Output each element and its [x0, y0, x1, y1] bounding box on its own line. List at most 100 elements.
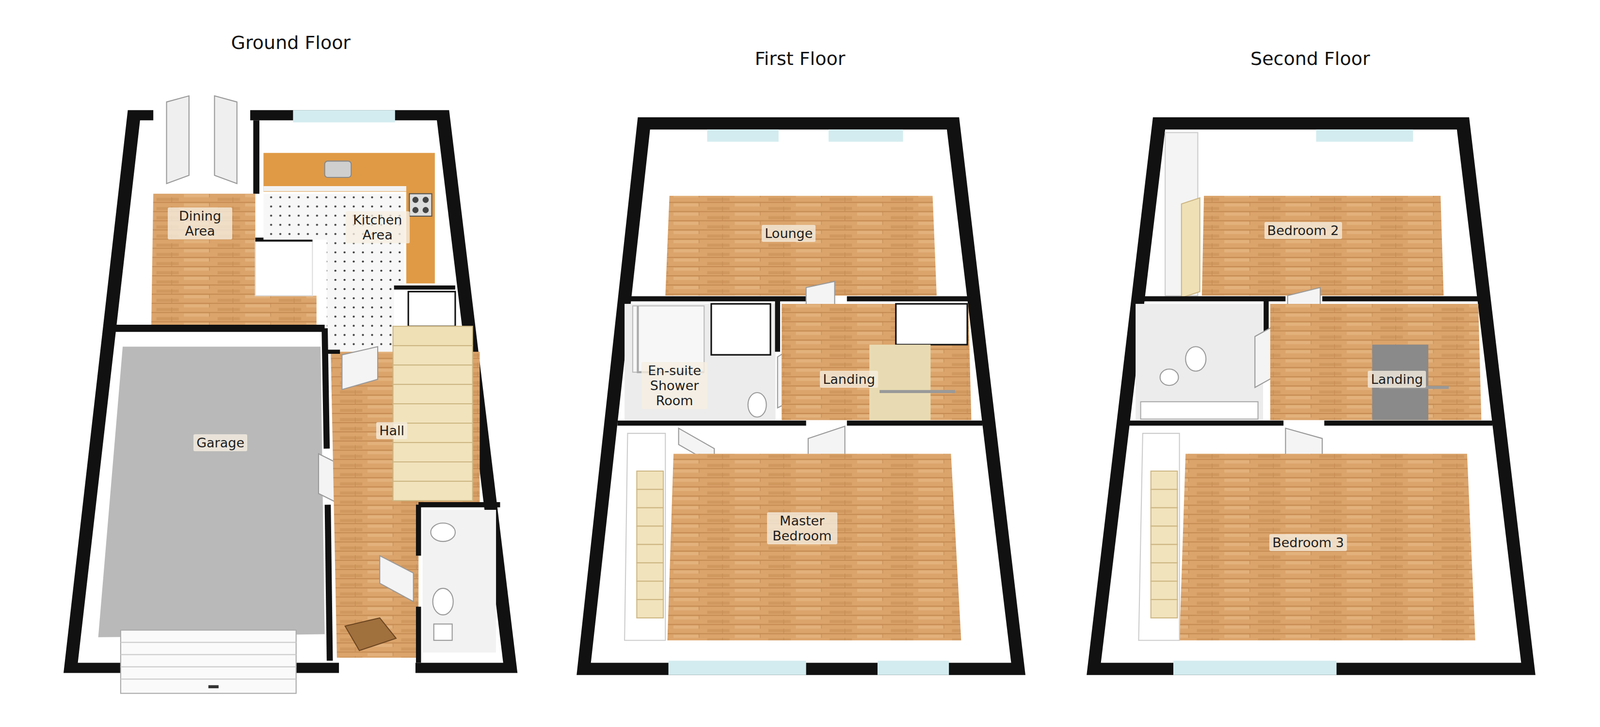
window — [668, 660, 807, 675]
floor-heading: Ground Floor — [56, 32, 526, 55]
inner-wall — [110, 324, 325, 333]
stair-step — [393, 403, 473, 424]
inner-wall — [418, 502, 500, 508]
door — [341, 346, 378, 390]
door-opening — [338, 660, 416, 674]
stair-step — [393, 442, 473, 463]
basin — [1160, 369, 1179, 386]
stair-step — [1151, 581, 1178, 600]
room-label: Hall — [376, 422, 408, 440]
hob-ring — [422, 207, 430, 214]
room-area: Kitchen Area — [345, 196, 410, 258]
window — [1173, 660, 1337, 675]
stair-railing — [879, 390, 956, 394]
inner-wall — [1322, 296, 1482, 302]
inner-wall — [617, 420, 806, 427]
room-label: Bedroom 3 — [1269, 534, 1347, 552]
window — [1316, 129, 1414, 142]
stair-step — [1151, 526, 1178, 545]
garage-floor — [98, 346, 325, 638]
stair-bulkhead — [624, 433, 666, 641]
room-label: Landing — [819, 370, 879, 388]
outer-wall — [1086, 117, 1536, 676]
room-area: Landing — [1356, 361, 1438, 399]
bedroom-2-floor — [1201, 195, 1444, 296]
room-area: Garage — [169, 417, 272, 469]
stair-step — [636, 508, 664, 527]
hob-ring — [412, 207, 419, 214]
landing-floor — [1270, 304, 1482, 421]
room-label: Lounge — [761, 224, 816, 242]
wall-face — [591, 129, 1012, 663]
french-door — [166, 96, 190, 184]
french-door — [214, 96, 237, 184]
inner-wall — [324, 328, 327, 449]
stair-step — [636, 544, 664, 563]
hob-ring — [412, 196, 419, 204]
stair-step — [636, 471, 664, 490]
stair-step — [1151, 508, 1178, 527]
room-area: Hall — [366, 412, 418, 449]
cupboard — [711, 304, 771, 355]
window — [877, 660, 949, 675]
toilet — [1185, 346, 1206, 371]
stair-step — [393, 481, 473, 501]
inner-wall — [1132, 296, 1286, 302]
stair-step — [393, 326, 473, 346]
room-label: Garage — [193, 434, 248, 452]
stair-step — [636, 599, 664, 619]
cupboard — [896, 304, 968, 345]
inner-wall — [847, 420, 983, 427]
room-label: En-suite Shower Room — [641, 362, 708, 410]
wall-face — [78, 120, 504, 663]
ensuite-floor — [624, 304, 776, 421]
inner-wall — [416, 504, 422, 556]
garage-door-handle — [208, 685, 219, 689]
outer-wall — [63, 110, 518, 673]
stair-step — [636, 526, 664, 545]
stair-step — [393, 345, 473, 366]
inner-wall — [1324, 420, 1493, 427]
door — [379, 556, 414, 603]
cupboard — [408, 291, 456, 327]
stair-step — [1151, 544, 1178, 563]
bath — [1140, 401, 1259, 420]
room-area: Bedroom 3 — [1257, 520, 1360, 566]
partition-wall — [255, 239, 313, 296]
room-label: Kitchen Area — [345, 211, 410, 244]
stairwell — [869, 344, 931, 421]
hob — [409, 193, 432, 217]
bedroom-3-floor — [1179, 453, 1476, 641]
stair-step — [1151, 562, 1178, 582]
garage-door-panel — [120, 666, 297, 668]
front-door — [345, 618, 397, 651]
inner-wall — [327, 504, 330, 661]
inner-wall — [1127, 420, 1284, 427]
window — [828, 129, 904, 142]
window — [292, 110, 395, 123]
stair-step — [1151, 599, 1178, 619]
floor-heading: First Floor — [566, 48, 1034, 71]
room-area: Lounge — [737, 211, 840, 257]
master-floor — [667, 453, 962, 641]
floor-heading: Second Floor — [1076, 48, 1544, 71]
stair-step — [393, 384, 473, 404]
floor-plan: Ground FloorDining AreaKitchen AreaGarag… — [56, 20, 526, 686]
inner-wall — [324, 350, 341, 354]
lounge-floor — [665, 195, 937, 296]
inner-wall — [394, 285, 456, 290]
garage-door-panel — [120, 641, 297, 643]
basin — [430, 523, 455, 542]
toilet — [432, 588, 454, 616]
room-area: Landing — [808, 361, 890, 399]
room-area: En-suite Shower Room — [641, 344, 708, 427]
floor-plan: Second FloorBedroom 2LandingBedroom 3 — [1076, 30, 1544, 686]
garage-door-panel — [120, 678, 297, 680]
inner-wall — [253, 120, 260, 194]
room-label: Landing — [1367, 370, 1426, 388]
stair-step — [636, 562, 664, 582]
cabinet-fronts — [263, 186, 407, 192]
garage-door — [120, 630, 297, 694]
landing-floor — [781, 304, 972, 421]
